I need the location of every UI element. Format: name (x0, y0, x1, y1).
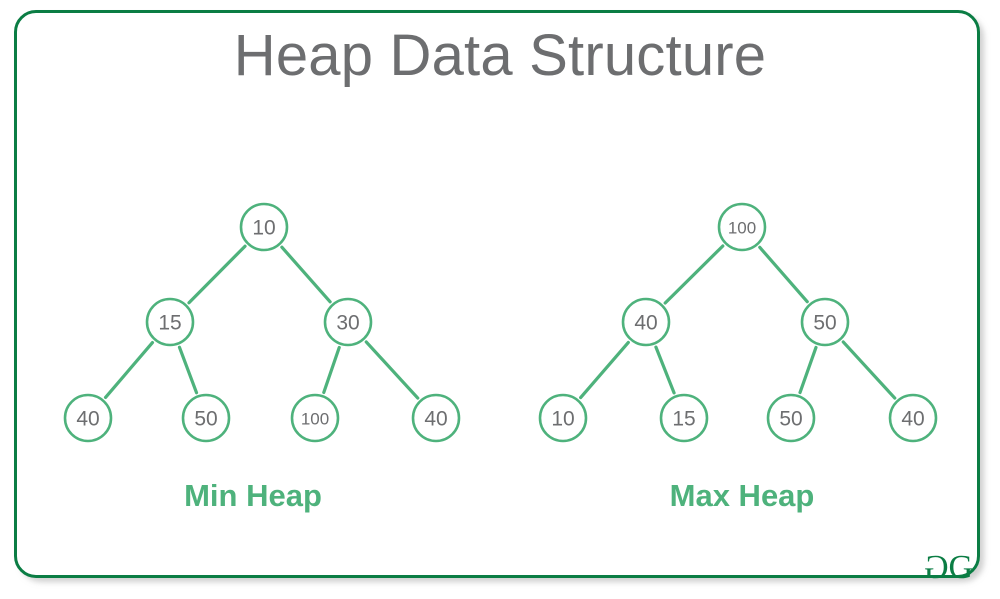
tree-node-circle (239, 202, 289, 252)
tree-node: 15 (659, 393, 709, 443)
tree-node-circle (888, 393, 938, 443)
caption-min-heap: Min Heap (184, 478, 322, 513)
tree-node-label: 30 (336, 312, 359, 335)
tree-node-label: 10 (551, 408, 574, 431)
tree-node-label: 40 (901, 408, 924, 431)
tree-edge (654, 345, 676, 395)
tree-node-circle (63, 393, 113, 443)
tree-node: 100 (717, 202, 767, 252)
tree-edge (177, 345, 199, 395)
tree-edge (579, 340, 630, 400)
tree-edge (663, 244, 725, 305)
tree-node-label: 10 (252, 217, 275, 240)
tree-node-label: 40 (424, 408, 447, 431)
tree-node-circle (717, 202, 767, 252)
tree-node-label: 15 (158, 312, 181, 335)
tree-edge (758, 245, 809, 304)
tree-node-circle (181, 393, 231, 443)
content-frame (14, 10, 980, 578)
tree-node-label: 50 (194, 408, 217, 431)
tree-node-label: 100 (301, 410, 329, 429)
tree-edge (841, 340, 897, 400)
tree-node-circle (766, 393, 816, 443)
tree-node: 15 (145, 297, 195, 347)
tree-edge (322, 345, 341, 395)
tree-node-circle (538, 393, 588, 443)
caption-max-heap: Max Heap (669, 478, 815, 513)
tree-node: 10 (538, 393, 588, 443)
tree-node-label: 40 (634, 312, 657, 335)
tree-edge (103, 340, 155, 400)
tree-node: 50 (181, 393, 231, 443)
tree-node-label: 40 (76, 408, 99, 431)
tree-node-label: 50 (779, 408, 802, 431)
tree-edge (187, 244, 247, 305)
tree-node: 10 (239, 202, 289, 252)
page-title: Heap Data Structure (233, 23, 767, 88)
tree-node-circle (659, 393, 709, 443)
tree-node: 50 (766, 393, 816, 443)
tree-node: 40 (63, 393, 113, 443)
tree-node: 100 (290, 393, 340, 443)
tree-nodes-layer: 10 15 30 40 50 100 40 100 40 50 10 15 50 40 (63, 202, 938, 443)
tree-node-circle (411, 393, 461, 443)
logo-g: G (948, 549, 973, 586)
tree-edges-layer (103, 244, 897, 400)
tree-edge (364, 340, 420, 400)
tree-node-label: 50 (813, 312, 836, 335)
tree-node-circle (145, 297, 195, 347)
tree-edge (798, 345, 818, 395)
tree-node: 40 (621, 297, 671, 347)
tree-node: 50 (800, 297, 850, 347)
tree-node-label: 100 (728, 219, 756, 238)
geeksforgeeks-logo: GG (924, 549, 973, 586)
tree-node-circle (290, 393, 340, 443)
tree-node-circle (621, 297, 671, 347)
tree-node-label: 15 (672, 408, 695, 431)
tree-node: 40 (888, 393, 938, 443)
logo-mirrored-g: G (924, 549, 949, 586)
tree-node: 30 (323, 297, 373, 347)
tree-node: 40 (411, 393, 461, 443)
tree-edge (280, 245, 332, 304)
tree-node-circle (800, 297, 850, 347)
tree-node-circle (323, 297, 373, 347)
